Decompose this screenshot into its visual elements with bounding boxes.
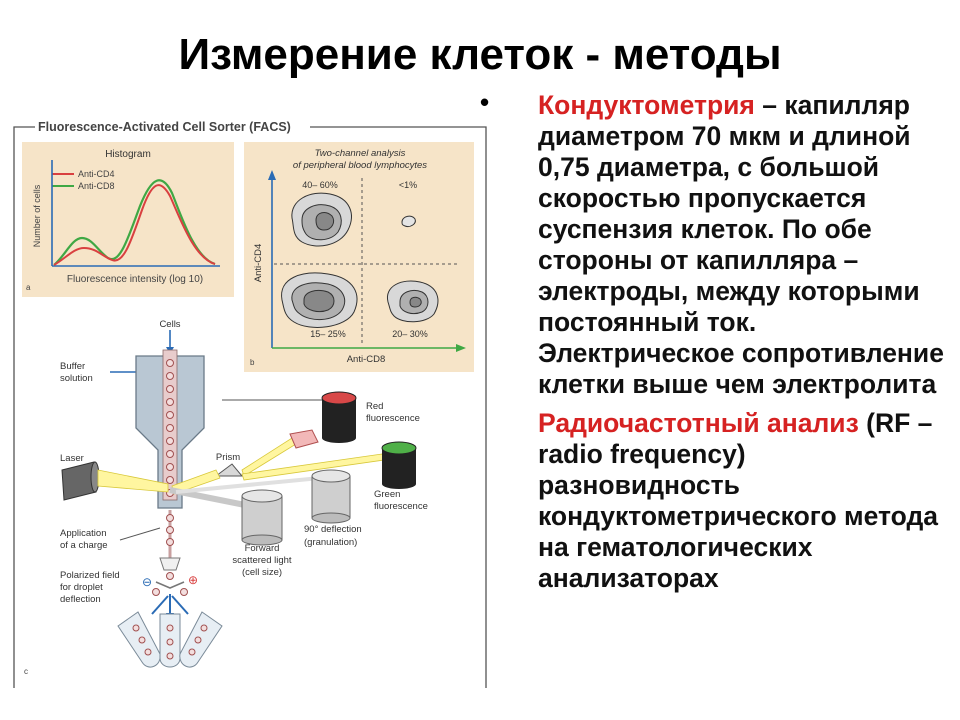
arrow-left — [151, 595, 169, 615]
droplets — [166, 514, 174, 546]
prism-label: Prism — [216, 452, 240, 463]
facs-title: Fluorescence-Activated Cell Sorter (FACS… — [38, 120, 291, 134]
y-axis-arrow — [268, 170, 276, 180]
two-channel-panel-letter: b — [250, 358, 255, 367]
forward-label-3: (cell size) — [242, 567, 282, 578]
green-detector-base — [382, 479, 416, 489]
cluster-top-left-core — [315, 212, 335, 231]
two-channel-ylabel: Anti-CD4 — [253, 244, 264, 283]
quadrant-top-right-label: <1% — [399, 180, 417, 190]
buffer-label-2: solution — [60, 373, 93, 384]
red-detector-top — [321, 391, 357, 405]
field-label-3: deflection — [60, 594, 101, 605]
forward-label-1: Forward — [245, 543, 280, 554]
green-fluorescence-label-2: fluorescence — [374, 501, 428, 512]
field-label-1: Polarized field — [60, 570, 120, 581]
red-filter — [289, 429, 319, 449]
green-detector-top — [381, 441, 417, 455]
charge-pointer — [119, 527, 161, 541]
cluster-bottom-left-core — [303, 289, 335, 313]
arrow-right — [171, 595, 189, 615]
legend-cd8: Anti-CD8 — [78, 181, 115, 191]
cell-stream — [166, 359, 174, 497]
histogram-ylabel: Number of cells — [32, 184, 42, 247]
facs-figure: Fluorescence-Activated Cell Sorter (FACS… — [10, 118, 490, 688]
charge-label-2: of a charge — [60, 540, 108, 551]
red-detector-body — [322, 398, 356, 438]
bullet-list: • Кондуктометрия – капилляр диаметром 70… — [480, 87, 952, 594]
forward-detector-body — [241, 495, 283, 541]
deflection-plate-top — [159, 557, 181, 571]
side-scatter-detector-base — [311, 512, 351, 524]
histogram-panel-letter: a — [26, 283, 31, 292]
two-channel-title-1: Two-channel analysis — [315, 148, 406, 159]
negative-electrode-icon: ⊖ — [142, 575, 152, 589]
deflection-plate-bottom — [155, 581, 185, 589]
green-fluorescence-label-1: Green — [374, 489, 400, 500]
histogram-xlabel: Fluorescence intensity (log 10) — [67, 274, 203, 285]
buffer-label-1: Buffer — [60, 361, 85, 372]
histogram-curve-cd8 — [53, 179, 216, 266]
two-channel-title-2: of peripheral blood lymphocytes — [293, 160, 427, 171]
bullet-conductometry: • Кондуктометрия – капилляр диаметром 70… — [480, 87, 952, 400]
collected-cells — [132, 624, 208, 660]
quadrant-top-left-label: 40– 60% — [302, 180, 338, 190]
two-channel-background — [244, 142, 474, 372]
field-label-2: for droplet — [60, 582, 103, 593]
histogram-panel: Histogram Anti-CD4 Anti-CD8 Number of ce… — [22, 142, 234, 297]
legend-cd4: Anti-CD4 — [78, 169, 115, 179]
positive-electrode-icon: ⊕ — [188, 573, 198, 587]
sorter-apparatus: Cells Buffer solution Laser — [24, 319, 428, 676]
bullet-rf-analysis-term: Радиочастотный анализ — [538, 408, 859, 438]
deflected-droplets — [152, 572, 188, 596]
bullet-conductometry-text: – капилляр диаметром 70 мкм и длиной 0,7… — [538, 90, 944, 399]
facs-diagram: Fluorescence-Activated Cell Sorter (FACS… — [13, 120, 487, 688]
quadrant-bottom-left-label: 15– 25% — [310, 329, 346, 339]
charge-label-1: Application — [60, 528, 106, 539]
side-scatter-detector-top — [311, 469, 351, 483]
histogram-curve-cd4 — [53, 184, 216, 266]
histogram-title: Histogram — [105, 149, 151, 160]
two-channel-panel: Two-channel analysis of peripheral blood… — [244, 142, 474, 372]
deflection-label-2: (granulation) — [304, 537, 357, 548]
forward-detector-top — [241, 489, 283, 503]
side-scatter-beam — [175, 476, 321, 494]
bullet-rf-analysis: Радиочастотный анализ (RF –radio frequen… — [482, 408, 952, 594]
facs-frame-right — [310, 126, 487, 688]
slide-title: Измерение клеток - методы — [178, 30, 782, 79]
facs-frame-left — [13, 126, 35, 688]
bullet-conductometry-term: Кондуктометрия — [538, 90, 755, 120]
red-fluorescence-label-2: fluorescence — [366, 413, 420, 424]
bullet-dot: • — [480, 87, 490, 117]
cluster-top-right — [401, 215, 416, 227]
red-fluorescence-label-1: Red — [366, 401, 383, 412]
x-axis-arrow — [456, 344, 466, 352]
cells-label: Cells — [159, 319, 180, 330]
bullet-rf-analysis-text: (RF –radio frequency) разновидность конд… — [538, 408, 939, 593]
two-channel-xlabel: Anti-CD8 — [347, 354, 386, 365]
histogram-background — [22, 142, 234, 297]
apparatus-panel-letter: c — [24, 667, 28, 676]
laser-beam — [97, 469, 169, 493]
forward-label-2: scattered light — [232, 555, 292, 566]
quadrant-bottom-right-label: 20– 30% — [392, 329, 428, 339]
red-detector-base — [322, 433, 356, 443]
cluster-bottom-right-core — [409, 296, 422, 308]
deflection-label-1: 90° deflection — [304, 524, 362, 535]
prism-icon — [214, 463, 244, 477]
laser-label: Laser — [60, 453, 84, 464]
forward-detector-base — [241, 534, 283, 546]
